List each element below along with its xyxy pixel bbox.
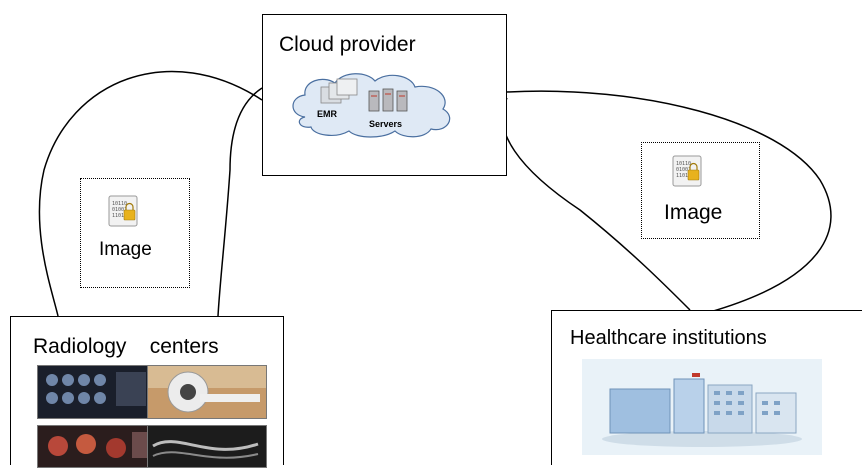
healthcare-institutions-title: Healthcare institutions xyxy=(570,327,767,349)
svg-text:11010: 11010 xyxy=(112,213,127,219)
svg-text:01001: 01001 xyxy=(112,207,127,213)
locked-file-icon: 10110 01001 11010 xyxy=(672,155,702,187)
image-label-left: Image xyxy=(99,239,152,260)
image-box-right: 10110 01001 11010 Image xyxy=(641,142,760,239)
connector-cloud-radiology-inner xyxy=(217,87,263,317)
cloud-graphic xyxy=(292,73,451,138)
servers-label: Servers xyxy=(369,119,403,129)
healthcare-institutions-box: Healthcare institutions xyxy=(551,310,862,465)
svg-text:10110: 10110 xyxy=(112,201,127,207)
cloud-provider-title: Cloud provider xyxy=(279,33,416,56)
emr-label: EMR xyxy=(317,109,337,119)
connector-cloud-radiology-outer xyxy=(38,70,263,317)
locked-file-icon: 10110 01001 11010 xyxy=(108,195,138,227)
radiology-photo-ct xyxy=(37,425,153,468)
emr-icon xyxy=(320,78,358,104)
svg-text:11010: 11010 xyxy=(676,173,691,179)
servers-icon xyxy=(368,88,408,112)
svg-text:01001: 01001 xyxy=(676,167,691,173)
radiology-centers-box: Radiology centers xyxy=(10,316,284,468)
image-box-left: 10110 01001 11010 Image xyxy=(80,178,190,288)
cloud-provider-box: Cloud provider EMR Servers xyxy=(262,14,507,176)
radiology-photo-ultrasound xyxy=(147,425,267,468)
radiology-photo-mri xyxy=(147,365,267,419)
connector-cloud-healthcare-outer xyxy=(506,90,832,313)
radiology-photo-scans xyxy=(37,365,153,419)
radiology-centers-title: Radiology centers xyxy=(33,335,219,358)
hospital-building-image xyxy=(582,359,822,455)
image-label-right: Image xyxy=(664,201,723,224)
svg-text:10110: 10110 xyxy=(676,161,691,167)
